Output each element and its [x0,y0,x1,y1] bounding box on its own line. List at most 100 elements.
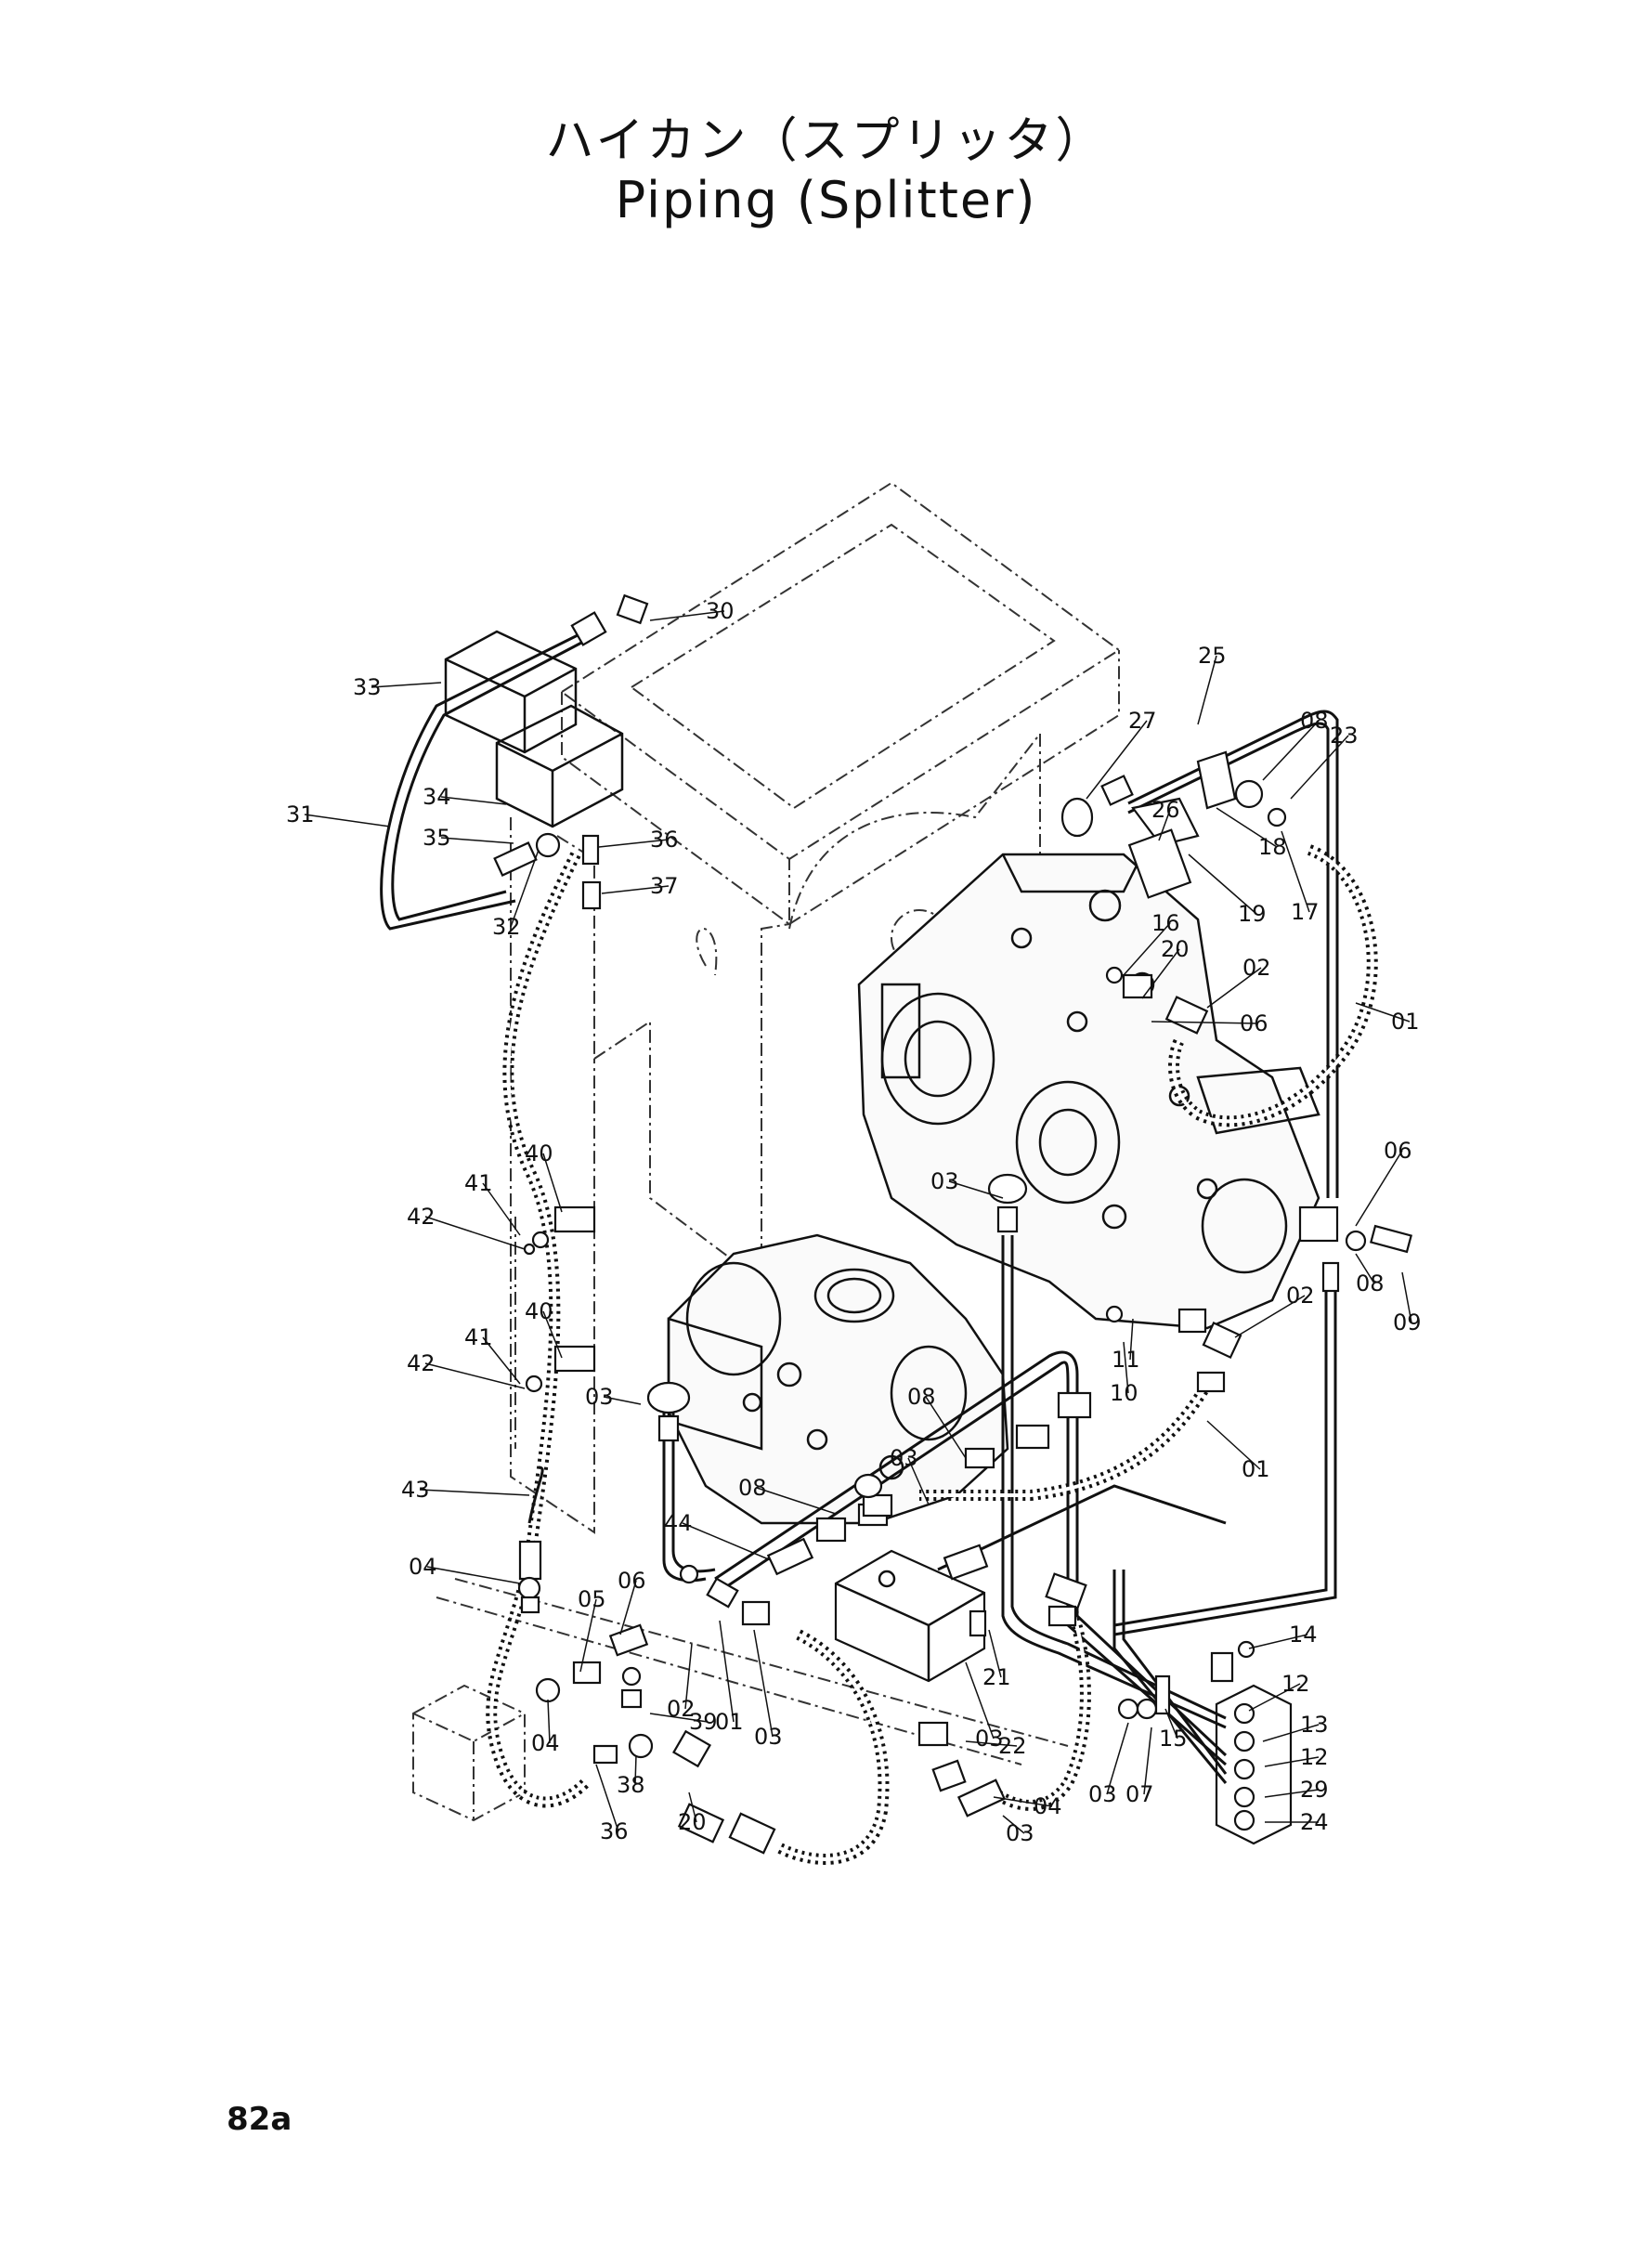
part-callout-label: 43 [401,1477,430,1503]
part-callout-label: 18 [1258,834,1287,860]
part-callout-label: 26 [1151,797,1180,823]
callout-leader [1151,1021,1259,1024]
part-callout-label: 08 [1300,708,1329,734]
callout-leader [1002,1815,1025,1834]
part-callout-label: 08 [907,1384,936,1410]
part-callout-label: 31 [286,801,315,827]
part-callout-label: 24 [1300,1809,1329,1835]
part-callout-label: 41 [464,1324,493,1350]
callout-leader [1264,1789,1320,1798]
callout-leader [1262,720,1320,781]
splitter-block-21 [834,1549,986,1683]
part-callout-label: 37 [650,873,679,899]
part-callout-label: 10 [1110,1380,1138,1406]
part-callout-label: 02 [667,1696,696,1722]
part-callout-label: 14 [1289,1622,1318,1648]
lower-left-block [412,1684,526,1822]
part-callouts: 3033313435323637404142414042430405060436… [286,598,1422,1846]
part-callout-label: 20 [1161,936,1190,962]
part-callout-label: 32 [492,914,521,940]
part-callout-label: 36 [650,827,679,853]
part-callout-label: 03 [1006,1820,1034,1846]
callout-leader [1164,1708,1178,1739]
callout-leader [601,885,670,894]
callout-leader [304,814,391,827]
part-callout-label: 42 [407,1350,436,1376]
part-callout-label: 09 [1393,1309,1422,1335]
callout-leader [719,1620,735,1723]
part-callout-label: 27 [1128,708,1157,734]
callout-leader [542,1310,563,1359]
callout-leader [482,1336,521,1385]
callout-leader [1248,1683,1301,1712]
part-callout-label: 22 [998,1733,1027,1759]
part-callout-label: 42 [407,1204,436,1230]
lower-pump-assembly [667,1233,1009,1525]
callout-leader [649,610,725,621]
callout-leader [1216,807,1278,848]
part-callout-label: 16 [1151,910,1180,936]
part-callout-label: 25 [1198,643,1227,669]
part-callout-label: 23 [1330,723,1359,749]
rigid-pipes [662,710,1339,1784]
callout-leader [1234,1295,1306,1338]
callout-leader [684,1643,693,1710]
part-callout-label: 35 [423,825,451,851]
callout-leader [993,1796,1053,1807]
part-callout-label: 03 [930,1168,959,1194]
callout-leader [1123,1341,1129,1394]
valve-box-33 [444,630,624,828]
callout-leader [579,1598,597,1673]
title-block: ハイカン（スプリッタ） Piping (Splitter) [0,111,1652,230]
part-callout-label: 17 [1291,899,1320,925]
callout-leader [542,1153,563,1213]
part-callout-label: 06 [1384,1138,1412,1164]
part-callout-label: 03 [754,1724,783,1750]
part-callout-label: 04 [409,1554,437,1580]
part-callout-label: 03 [585,1384,614,1410]
manifold-plate [1210,1651,1293,1845]
part-callout-label: 01 [1242,1456,1270,1482]
callout-leader [925,1396,967,1459]
callout-leader [1188,853,1257,915]
callout-leader [1401,1271,1412,1323]
callout-leader [649,1713,709,1723]
part-callout-label: 01 [715,1709,744,1735]
part-callout-label: 06 [1240,1010,1268,1036]
callout-leader [907,1457,930,1505]
callout-leader [948,1180,1004,1199]
callout-leader [1143,1726,1152,1795]
page-number: 82a [227,2101,293,2138]
callout-leader [424,1362,526,1389]
callout-leader [371,682,442,688]
callout-leader [753,1629,774,1738]
part-callout-label: 12 [1281,1671,1310,1697]
part-callout-label: 13 [1300,1712,1329,1738]
part-callout-label: 39 [689,1709,718,1735]
part-callout-label: 03 [975,1726,1004,1752]
part-callout-label: 34 [423,784,451,810]
callout-leader [1086,720,1148,800]
callout-leader [634,1754,637,1786]
part-callout-label: 41 [464,1170,493,1196]
flexible-hoses [380,630,1378,1865]
part-callout-label: 40 [525,1298,553,1324]
part-callout-label: 02 [1242,955,1271,981]
part-callout-label: 05 [578,1586,606,1612]
callout-leader [1290,735,1349,800]
part-callout-label: 15 [1159,1726,1188,1752]
callout-leader [426,1566,521,1584]
callout-leader [1206,1420,1261,1470]
callout-leader [424,1216,526,1250]
part-callout-label: 08 [1356,1270,1385,1296]
part-callout-label: 19 [1238,901,1267,927]
callout-leader [619,1580,637,1635]
callout-leader [1129,1318,1134,1361]
callout-leader [688,1791,697,1823]
part-callout-label: 21 [982,1664,1011,1690]
upper-pump-assembly [857,853,1320,1330]
callout-leader [510,849,540,928]
part-callout-label: 06 [618,1568,646,1594]
callout-leader [595,1764,619,1832]
part-callout-label: 20 [678,1809,707,1835]
